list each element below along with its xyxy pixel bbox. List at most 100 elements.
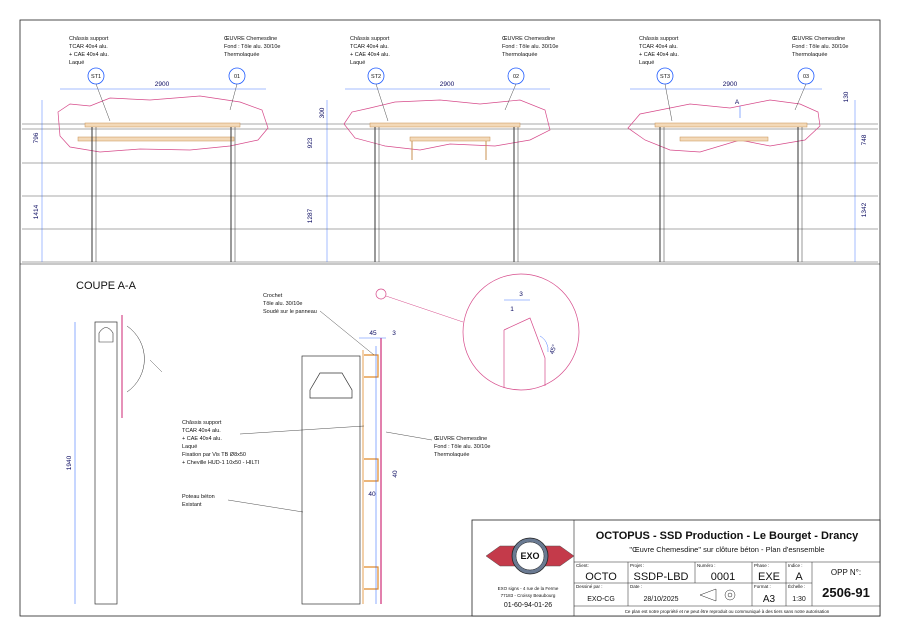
small-post bbox=[94, 321, 118, 605]
section-view: COUPE A-A 1940 45 3 40 40 Crochet Tôle a… bbox=[66, 280, 490, 605]
marker-st3-label: ST3 bbox=[660, 74, 670, 80]
label-phase: Phase : bbox=[754, 563, 769, 568]
value-numero: 0001 bbox=[711, 571, 735, 583]
height-dim-2b: 923 bbox=[307, 137, 314, 148]
section-chassis-l0: Châssis support bbox=[182, 420, 222, 426]
chassis-note-3-l2: + CAE 40x4 alu. bbox=[639, 52, 679, 58]
label-format: Format : bbox=[754, 584, 771, 589]
drawing-title: OCTOPUS - SSD Production - Le Bourget - … bbox=[596, 530, 859, 542]
oeuvre-note-3-l0: ŒUVRE Chemesdine bbox=[792, 36, 845, 42]
oeuvre-note-3-l1: Fond : Tôle alu. 30/10e bbox=[792, 44, 848, 50]
label-numero: Numéro : bbox=[697, 563, 716, 568]
poteau-note-l0: Poteau béton bbox=[182, 494, 215, 500]
height-dim-1b: 1414 bbox=[33, 204, 40, 219]
value-dessine: EXO-CG bbox=[587, 596, 615, 603]
detail-view: 3 1 45° bbox=[385, 273, 580, 391]
section-oeuvre-l1: Fond : Tôle alu. 30/10e bbox=[434, 444, 490, 450]
concrete-post bbox=[301, 355, 361, 605]
value-format: A3 bbox=[763, 594, 776, 605]
chassis-note-1-l3: Laqué bbox=[69, 60, 84, 66]
section-dim-40b: 40 bbox=[368, 491, 376, 498]
value-phase: EXE bbox=[758, 571, 780, 583]
section-dim-40a: 40 bbox=[392, 470, 399, 478]
logo-text: EXO bbox=[520, 551, 539, 561]
company-line-1: 77183 - Croissy Beaubourg bbox=[501, 593, 556, 598]
section-dim-45: 45 bbox=[369, 330, 377, 337]
section-chassis-l5: + Cheville HUD-1 10x50 - HILTI bbox=[182, 460, 260, 466]
chassis-note-1-l1: TCAR 40x4 alu. bbox=[69, 44, 108, 50]
oeuvre-note-2-l1: Fond : Tôle alu. 30/10e bbox=[502, 44, 558, 50]
chassis-note-2-l3: Laqué bbox=[350, 60, 365, 66]
detail-angle: 45° bbox=[548, 343, 559, 355]
oeuvre-note-2-l2: Thermolaquée bbox=[502, 52, 537, 58]
label-date: Date : bbox=[630, 584, 642, 589]
section-chassis-l1: TCAR 40x4 alu. bbox=[182, 428, 221, 434]
section-title: COUPE A-A bbox=[76, 280, 137, 292]
label-dessine: Dessiné par : bbox=[576, 584, 603, 589]
exo-logo: EXO bbox=[485, 537, 575, 575]
section-chassis-l4: Fixation par Vis TB Ø8x50 bbox=[182, 452, 246, 458]
disclaimer: Ce plan est notre propriété et ne peut ê… bbox=[625, 609, 830, 614]
label-client: Client: bbox=[576, 563, 589, 568]
chassis-note-1-l2: + CAE 40x4 alu. bbox=[69, 52, 109, 58]
width-dim-1: 2900 bbox=[155, 81, 170, 88]
label-projet: Projet : bbox=[630, 563, 644, 568]
oeuvre-note-1-l0: ŒUVRE Chemesdine bbox=[224, 36, 277, 42]
height-dim-3b: 748 bbox=[861, 134, 868, 145]
detail-dim-3: 3 bbox=[519, 291, 523, 298]
oeuvre-note-3-l2: Thermolaquée bbox=[792, 52, 827, 58]
elevation-st2: ST2 02 Châssis support TCAR 40x4 alu. + … bbox=[307, 36, 558, 262]
label-echelle: Échelle : bbox=[788, 583, 805, 589]
crochet-note-l2: Soudé sur le panneau bbox=[263, 309, 317, 315]
section-dim-3: 3 bbox=[392, 330, 396, 337]
elevation-st1: ST1 01 Châssis support TCAR 40x4 alu. + … bbox=[33, 36, 280, 262]
value-date: 28/10/2025 bbox=[643, 596, 678, 603]
value-indice: A bbox=[795, 571, 803, 583]
projection-symbol-icon bbox=[699, 588, 736, 602]
height-dim-2a: 300 bbox=[319, 107, 326, 118]
chassis-note-3-l3: Laqué bbox=[639, 60, 654, 66]
height-dim-3a: 130 bbox=[843, 91, 850, 102]
label-indice: Indice : bbox=[788, 563, 803, 568]
width-dim-3: 2900 bbox=[723, 81, 738, 88]
section-oeuvre-l2: Thermolaquée bbox=[434, 452, 469, 458]
artwork-outline-01 bbox=[57, 95, 269, 153]
detail-dim-1: 1 bbox=[510, 306, 514, 313]
chassis-note-2-l2: + CAE 40x4 alu. bbox=[350, 52, 390, 58]
company-phone: 01-60-94-01-26 bbox=[504, 602, 552, 609]
marker-st2-label: ST2 bbox=[371, 74, 381, 80]
oeuvre-note-1-l2: Thermolaquée bbox=[224, 52, 259, 58]
artwork-outline-03 bbox=[627, 99, 821, 153]
chassis-note-2-l0: Châssis support bbox=[350, 36, 390, 42]
opp-number: 2506-91 bbox=[822, 585, 870, 600]
section-mark-a: A bbox=[735, 99, 740, 106]
section-chassis-l2: + CAE 40x4 alu. bbox=[182, 436, 222, 442]
crochet-note-l1: Tôle alu. 30/10e bbox=[263, 301, 302, 307]
elevation-st3: ST3 03 Châssis support TCAR 40x4 alu. + … bbox=[627, 36, 868, 262]
marker-02-label: 02 bbox=[513, 74, 519, 80]
sheet-border bbox=[19, 19, 881, 617]
chassis-note-2-l1: TCAR 40x4 alu. bbox=[350, 44, 389, 50]
section-height-dim: 1940 bbox=[66, 455, 73, 470]
post-cap bbox=[309, 372, 353, 399]
oeuvre-note-2-l0: ŒUVRE Chemesdine bbox=[502, 36, 555, 42]
marker-01-label: 01 bbox=[234, 74, 240, 80]
height-dim-3c: 1342 bbox=[861, 202, 868, 217]
chassis-note-1-l0: Châssis support bbox=[69, 36, 109, 42]
width-dim-2: 2900 bbox=[440, 81, 455, 88]
detail-circle bbox=[462, 273, 580, 391]
oeuvre-note-1-l1: Fond : Tôle alu. 30/10e bbox=[224, 44, 280, 50]
chassis-frame-02 bbox=[369, 122, 521, 128]
height-dim-1a: 796 bbox=[33, 132, 40, 143]
section-oeuvre-l0: ŒUVRE Chemesdine bbox=[434, 436, 487, 442]
title-block: EXO EXO signs - 4 rue de la Ferme 77183 … bbox=[471, 519, 881, 617]
company-line-0: EXO signs - 4 rue de la Ferme bbox=[498, 586, 559, 591]
value-echelle: 1:30 bbox=[792, 596, 806, 603]
chassis-note-3-l0: Châssis support bbox=[639, 36, 679, 42]
chassis-note-3-l1: TCAR 40x4 alu. bbox=[639, 44, 678, 50]
fence-lines bbox=[22, 123, 878, 263]
height-dim-2c: 1287 bbox=[307, 208, 314, 223]
value-client: OCTO bbox=[585, 571, 617, 583]
chassis-frame-03 bbox=[654, 122, 808, 128]
